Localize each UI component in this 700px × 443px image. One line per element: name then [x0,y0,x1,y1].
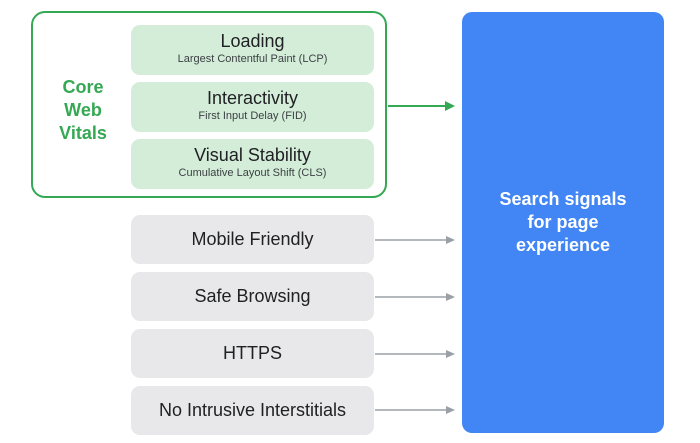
metric-interactivity: Interactivity First Input Delay (FID) [131,82,374,132]
metric-loading: Loading Largest Contentful Paint (LCP) [131,25,374,75]
core-web-vitals-label-line-3: Vitals [59,123,107,143]
core-web-vitals-label-line-2: Web [64,100,102,120]
search-signals-label: Search signals for page experience [499,189,627,255]
metric-visual-stability: Visual Stability Cumulative Layout Shift… [131,139,374,189]
signal-safe-browsing: Safe Browsing [131,272,374,321]
arrow-core-web-vitals [388,101,455,111]
metric-loading-name: Loading [220,31,285,51]
metric-interactivity-sub: First Input Delay (FID) [198,110,307,122]
arrow-safe-browsing [375,293,455,301]
signal-mobile-friendly: Mobile Friendly [131,215,374,264]
arrow-mobile-friendly [375,236,455,244]
metric-visual-stability-sub: Cumulative Layout Shift (CLS) [178,167,327,179]
metric-visual-stability-name: Visual Stability [194,145,311,165]
search-signals-box: Search signals for page experience [462,12,664,433]
core-web-vitals-label-line-1: Core [62,77,104,97]
core-web-vitals-group [31,11,387,198]
metric-interactivity-name: Interactivity [206,88,299,108]
core-web-vitals-label: Core Web Vitals [48,76,118,145]
metric-loading-sub: Largest Contentful Paint (LCP) [177,53,328,65]
signal-https: HTTPS [131,329,374,378]
arrow-https [375,350,455,358]
signal-no-intrusive-interstitials: No Intrusive Interstitials [131,386,374,435]
arrow-no-intrusive-interstitials [375,406,455,414]
